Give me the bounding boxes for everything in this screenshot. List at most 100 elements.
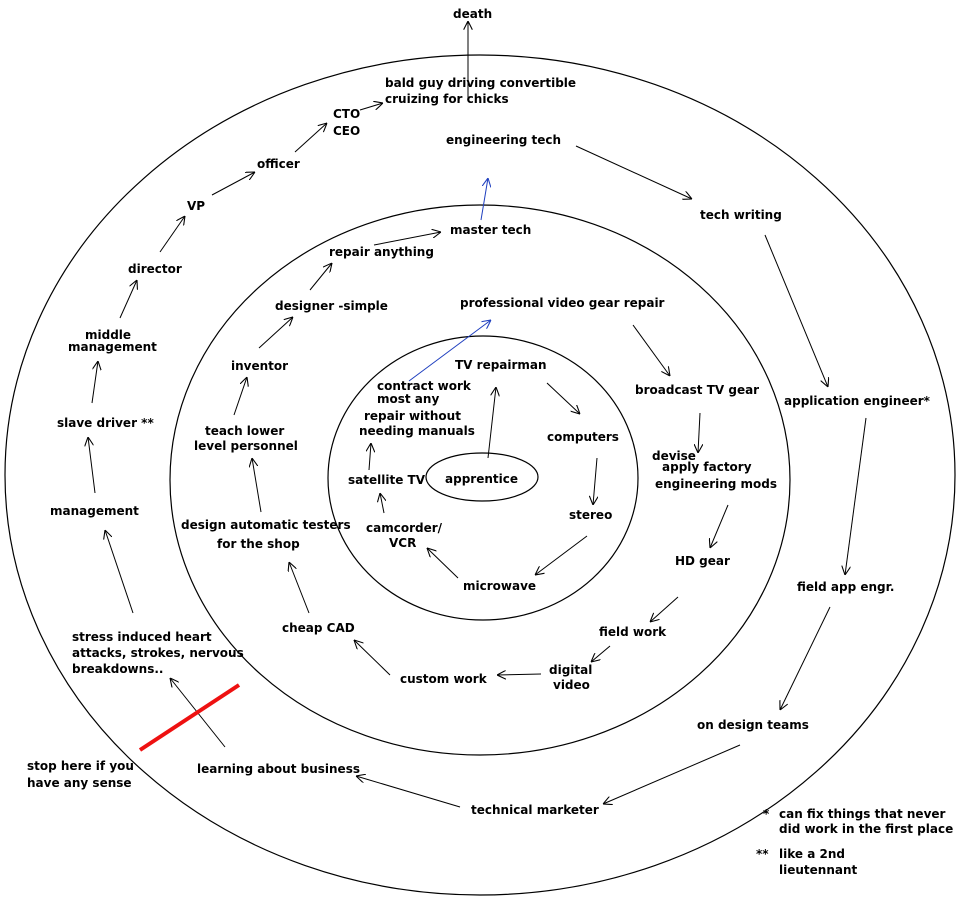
arrow (309, 263, 332, 291)
arrow (119, 280, 137, 319)
label-digital-video: video (553, 678, 590, 692)
label-digital-video: digital (549, 663, 592, 677)
label-director: director (128, 262, 182, 276)
arrow (373, 232, 441, 246)
label-contract-work: contract work (377, 379, 472, 393)
label-computers: computers (547, 430, 619, 444)
arrow (497, 674, 542, 675)
label-learning-business: learning about business (197, 762, 360, 776)
arrow (480, 178, 488, 221)
arrow (369, 443, 371, 471)
arrow (408, 320, 491, 382)
arrow (603, 744, 741, 804)
label-custom-work: custom work (400, 672, 488, 686)
footnote-star: can fix things that never (779, 807, 946, 821)
label-design-testers: for the shop (217, 537, 300, 551)
label-devise: devise (652, 449, 696, 463)
arrow (252, 458, 262, 513)
arrow (650, 596, 679, 622)
label-engineering-tech: engineering tech (446, 133, 561, 147)
footnote-double-star: like a 2nd (779, 847, 845, 861)
arrow (289, 562, 310, 614)
label-hd-gear: HD gear (675, 554, 730, 568)
arrow (105, 530, 134, 614)
middle-ring (169, 204, 791, 756)
label-broadcast-tv: broadcast TV gear (635, 383, 759, 397)
label-pro-video: professional video gear repair (460, 296, 665, 310)
stop-line (138, 683, 241, 752)
label-repair-manuals: needing manuals (359, 424, 475, 438)
label-application-engineer: application engineer* (784, 394, 931, 408)
arrow (354, 640, 391, 676)
label-teach: teach lower (205, 424, 284, 438)
arrow (380, 493, 384, 514)
label-bald-guy: cruizing for chicks (385, 92, 509, 106)
label-apply-mods: engineering mods (655, 477, 777, 491)
footnote-double-star-mark: ** (756, 847, 769, 861)
label-death: death (453, 7, 492, 21)
label-stress: attacks, strokes, nervous (72, 646, 244, 660)
label-technical-marketer: technical marketer (471, 803, 599, 817)
arrow (535, 535, 588, 575)
label-ceo: CEO (333, 124, 360, 138)
label-tv-repairman: TV repairman (455, 358, 547, 372)
label-camcorder: camcorder/ (366, 521, 443, 535)
label-repair-manuals: repair without (364, 409, 461, 423)
label-management: management (50, 504, 139, 518)
label-design-testers: design automatic testers (181, 518, 351, 532)
label-stereo: stereo (569, 508, 612, 522)
arrow (294, 123, 327, 153)
label-field-work: field work (599, 625, 667, 639)
label-apprentice: apprentice (445, 472, 518, 486)
blue-arrows (408, 178, 491, 382)
label-microwave: microwave (463, 579, 536, 593)
arrow (91, 361, 98, 404)
arrow (233, 377, 247, 416)
arrow (698, 412, 700, 453)
label-inventor: inventor (231, 359, 288, 373)
label-cto: CTO (333, 107, 360, 121)
arrow (632, 324, 670, 376)
footnote-double-star: lieutennant (779, 863, 858, 877)
label-satellite-tv: satellite TV (348, 473, 426, 487)
labels: death bald guy driving convertible cruiz… (27, 7, 953, 877)
label-apply-mods: apply factory (662, 460, 752, 474)
arrow (710, 504, 729, 548)
label-middle-management: middle (85, 328, 131, 342)
label-repair-anything: repair anything (329, 245, 434, 259)
arrow (780, 606, 831, 710)
arrow (88, 437, 96, 494)
apprentice-ellipse (425, 452, 539, 502)
label-middle-management: management (68, 340, 157, 354)
arrow (359, 103, 383, 111)
arrow (211, 172, 255, 196)
label-field-app-engr: field app engr. (797, 580, 894, 594)
arrow (591, 645, 611, 662)
arrow (764, 234, 828, 387)
inner-ring (327, 335, 639, 621)
label-stop: stop here if you (27, 759, 134, 773)
label-stop: have any sense (27, 776, 132, 790)
label-stress: stress induced heart (72, 630, 212, 644)
label-bald-guy: bald guy driving convertible (385, 76, 576, 90)
footnote-star: did work in the first place (779, 822, 953, 836)
arrow (593, 457, 597, 505)
label-master-tech: master tech (450, 223, 531, 237)
arrow (845, 417, 867, 575)
label-stress: breakdowns.. (72, 662, 163, 676)
label-camcorder: VCR (389, 536, 416, 550)
label-tech-writing: tech writing (700, 208, 782, 222)
outer-ring (4, 54, 956, 896)
label-on-design-teams: on design teams (697, 718, 809, 732)
arrow (356, 776, 461, 808)
label-cheap-cad: cheap CAD (282, 621, 355, 635)
arrow (159, 216, 185, 253)
label-slave-driver: slave driver ** (57, 416, 154, 430)
arrow (487, 387, 496, 459)
arrow (427, 548, 459, 579)
footnote-star-mark: * (763, 807, 770, 821)
label-vp: VP (187, 199, 205, 213)
label-teach: level personnel (194, 439, 298, 453)
